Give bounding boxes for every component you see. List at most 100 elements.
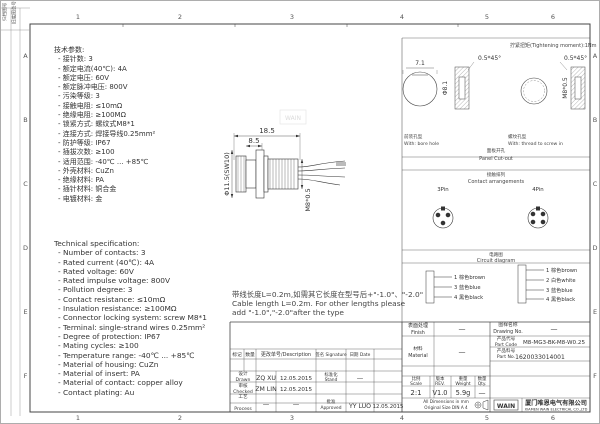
thread-caption-en: With: thread to screw in	[508, 141, 563, 147]
row-letter: A	[23, 52, 28, 60]
pin3-label: 3Pin	[437, 187, 448, 193]
spec-cn-item: - 防护等级: IP67	[58, 138, 111, 147]
qty-label-en: Qty.	[478, 381, 487, 387]
qty-label-cn: 数量	[478, 375, 487, 382]
dim-chamfer-a: 0.5*45°	[478, 55, 501, 62]
std-label-cn: 标准化	[324, 371, 338, 378]
circuit-4pin	[517, 264, 544, 304]
process-label-en: Process	[234, 406, 252, 412]
checked-name: ZM LIN	[255, 386, 277, 393]
circuit-3pin	[425, 270, 452, 304]
col-num: 5	[485, 13, 489, 21]
spec-cn-item: - 污染等级: 3	[58, 92, 100, 101]
approved-label-cn: 批准	[327, 398, 336, 405]
col-num: 6	[551, 414, 555, 422]
connector-side-view	[230, 133, 346, 199]
projection-symbol-icon	[474, 399, 489, 411]
hdr-signature: 签名 Signature	[315, 351, 347, 358]
spec-cn-item: - 连接方式: 焊接导线0.25mm²	[58, 129, 156, 138]
rev-value: V1.0	[433, 389, 448, 397]
hdr-description: 更改单号/Description	[261, 351, 311, 358]
part-code-value: M8-MG3-BK-M8-W0.25	[523, 340, 585, 346]
std-label-en: Stand	[325, 377, 338, 383]
circuit-right-2: 2 白色white	[546, 276, 576, 284]
spec-en-item: - Contact plating: Au	[58, 387, 135, 397]
approved-label-en: Approved	[320, 405, 341, 411]
approved-name: YY LUO	[348, 403, 371, 410]
dim-8-1: Φ8.1	[442, 81, 449, 95]
bore-caption-cn: 前装孔型	[404, 133, 423, 140]
side-strip: 归档图号 旧底图总号	[1, 1, 30, 416]
col-num: 6	[551, 13, 555, 21]
dim-diameter: Φ11.5(SW10)	[223, 152, 231, 196]
contacts-title-cn: 接触排列	[487, 171, 506, 178]
spec-en-item: - Contact resistance: ≤10mΩ	[58, 294, 166, 304]
circuit-right-4: 4 黑色black	[546, 295, 575, 303]
col-num: 4	[400, 13, 404, 21]
panel-cutout-title-cn: 面板开孔	[487, 147, 506, 154]
cable-note-en-2: add "-1.0","-2.0"after the type	[232, 308, 344, 318]
circuit-left-1: 1 棕色brown	[454, 273, 485, 281]
thread-caption-cn: 螺纹孔型	[508, 133, 527, 140]
qty-value: —	[479, 389, 486, 397]
spec-cn-item: - 绝缘电阻: ≥100MΩ	[58, 111, 126, 120]
checked-date: 12.05.2015	[280, 387, 312, 393]
column-numbers: 1 2 3 4 5 6 1 2 3 4 5 6	[76, 13, 555, 422]
spec-en-item: - Rated current (40℃): 4A	[58, 257, 155, 267]
part-no-label-en: Part No.	[497, 354, 515, 360]
specs-cn-heading: 技术参数:	[54, 46, 85, 54]
dim-chamfer-b: 0.5*45°	[564, 55, 587, 62]
row-letter: F	[24, 372, 28, 380]
spec-en-item: - Number of contacts: 3	[58, 248, 146, 258]
row-letter: A	[593, 52, 598, 60]
finish-value: —	[459, 325, 466, 333]
spec-en-item: - Rated impulse voltage: 800V	[58, 276, 171, 286]
row-letter: C	[593, 180, 598, 188]
circuit-right-1: 1 棕色brown	[546, 266, 577, 274]
note-original-size: Original Size DIN A 4	[424, 405, 468, 410]
company-name-en: XIAMEN WAIN ELECTRICAL CO.,LTD	[525, 408, 588, 412]
drawing-no-value: —	[551, 325, 558, 333]
spec-cn-item: - 额定电流(40℃): 4A	[58, 64, 127, 73]
rev-label-cn: 版本	[436, 375, 445, 382]
row-letter: C	[23, 180, 28, 188]
spec-cn-item: - 接针数: 3	[58, 55, 93, 64]
spec-en-item: - Rated voltage: 60V	[58, 266, 134, 276]
drawing-no-label-cn: 图样名称	[498, 321, 517, 328]
part-no-label-cn: 产品料号	[497, 347, 516, 354]
bore-caption-en: With: bore hole	[404, 141, 439, 147]
company-name-cn: 厦门唯恩电气有限公司	[524, 399, 587, 407]
inner-border	[29, 23, 591, 413]
panel-cutout-section	[401, 37, 590, 412]
spec-cn-item: - 适用范围: -40℃ ... +85℃	[58, 157, 149, 166]
cable-note-en-1: Cable length L=0.2m. For other lengths p…	[232, 299, 406, 309]
col-num: 4	[400, 414, 404, 422]
spec-en-item: - Material of insert: PA	[58, 369, 140, 379]
row-letter: F	[593, 372, 597, 380]
watermark: WAIN	[279, 109, 307, 125]
checked-label-cn: 审核	[238, 382, 248, 389]
row-letter: B	[593, 116, 597, 124]
spec-en-item: - Material of housing: CuZn	[58, 359, 159, 369]
logo-text: WAIN	[497, 403, 515, 410]
checked-label-en: Checked	[233, 389, 253, 395]
col-num: 3	[290, 13, 294, 21]
col-num: 2	[178, 13, 182, 21]
row-letter: D	[592, 244, 597, 252]
scale-value: 2:1	[410, 389, 421, 397]
side-label-1: 归档图号	[1, 2, 8, 21]
spec-cn-item: - 额定电压: 60V	[58, 73, 110, 82]
spec-en-item: - Connector locking system: screw M8*1	[58, 313, 207, 323]
circuit-right-3: 3 蓝色blue	[546, 286, 573, 294]
spec-en-item: - Terminal: single-strand wires 0.25mm²	[58, 322, 206, 332]
circuit-left-3: 4 黑色black	[454, 293, 483, 301]
spec-en-item: - Mating cycles: ≥100	[58, 341, 139, 351]
scale-label-en: Scale	[410, 381, 422, 387]
weight-label-en: Weight	[455, 381, 471, 387]
col-num: 2	[178, 414, 182, 422]
circuit-left-2: 3 蓝色blue	[454, 283, 481, 291]
pin4-label: 4Pin	[532, 187, 543, 193]
row-letters: A B C D E F A B C D E F	[23, 52, 598, 380]
row-letter: E	[23, 308, 27, 316]
